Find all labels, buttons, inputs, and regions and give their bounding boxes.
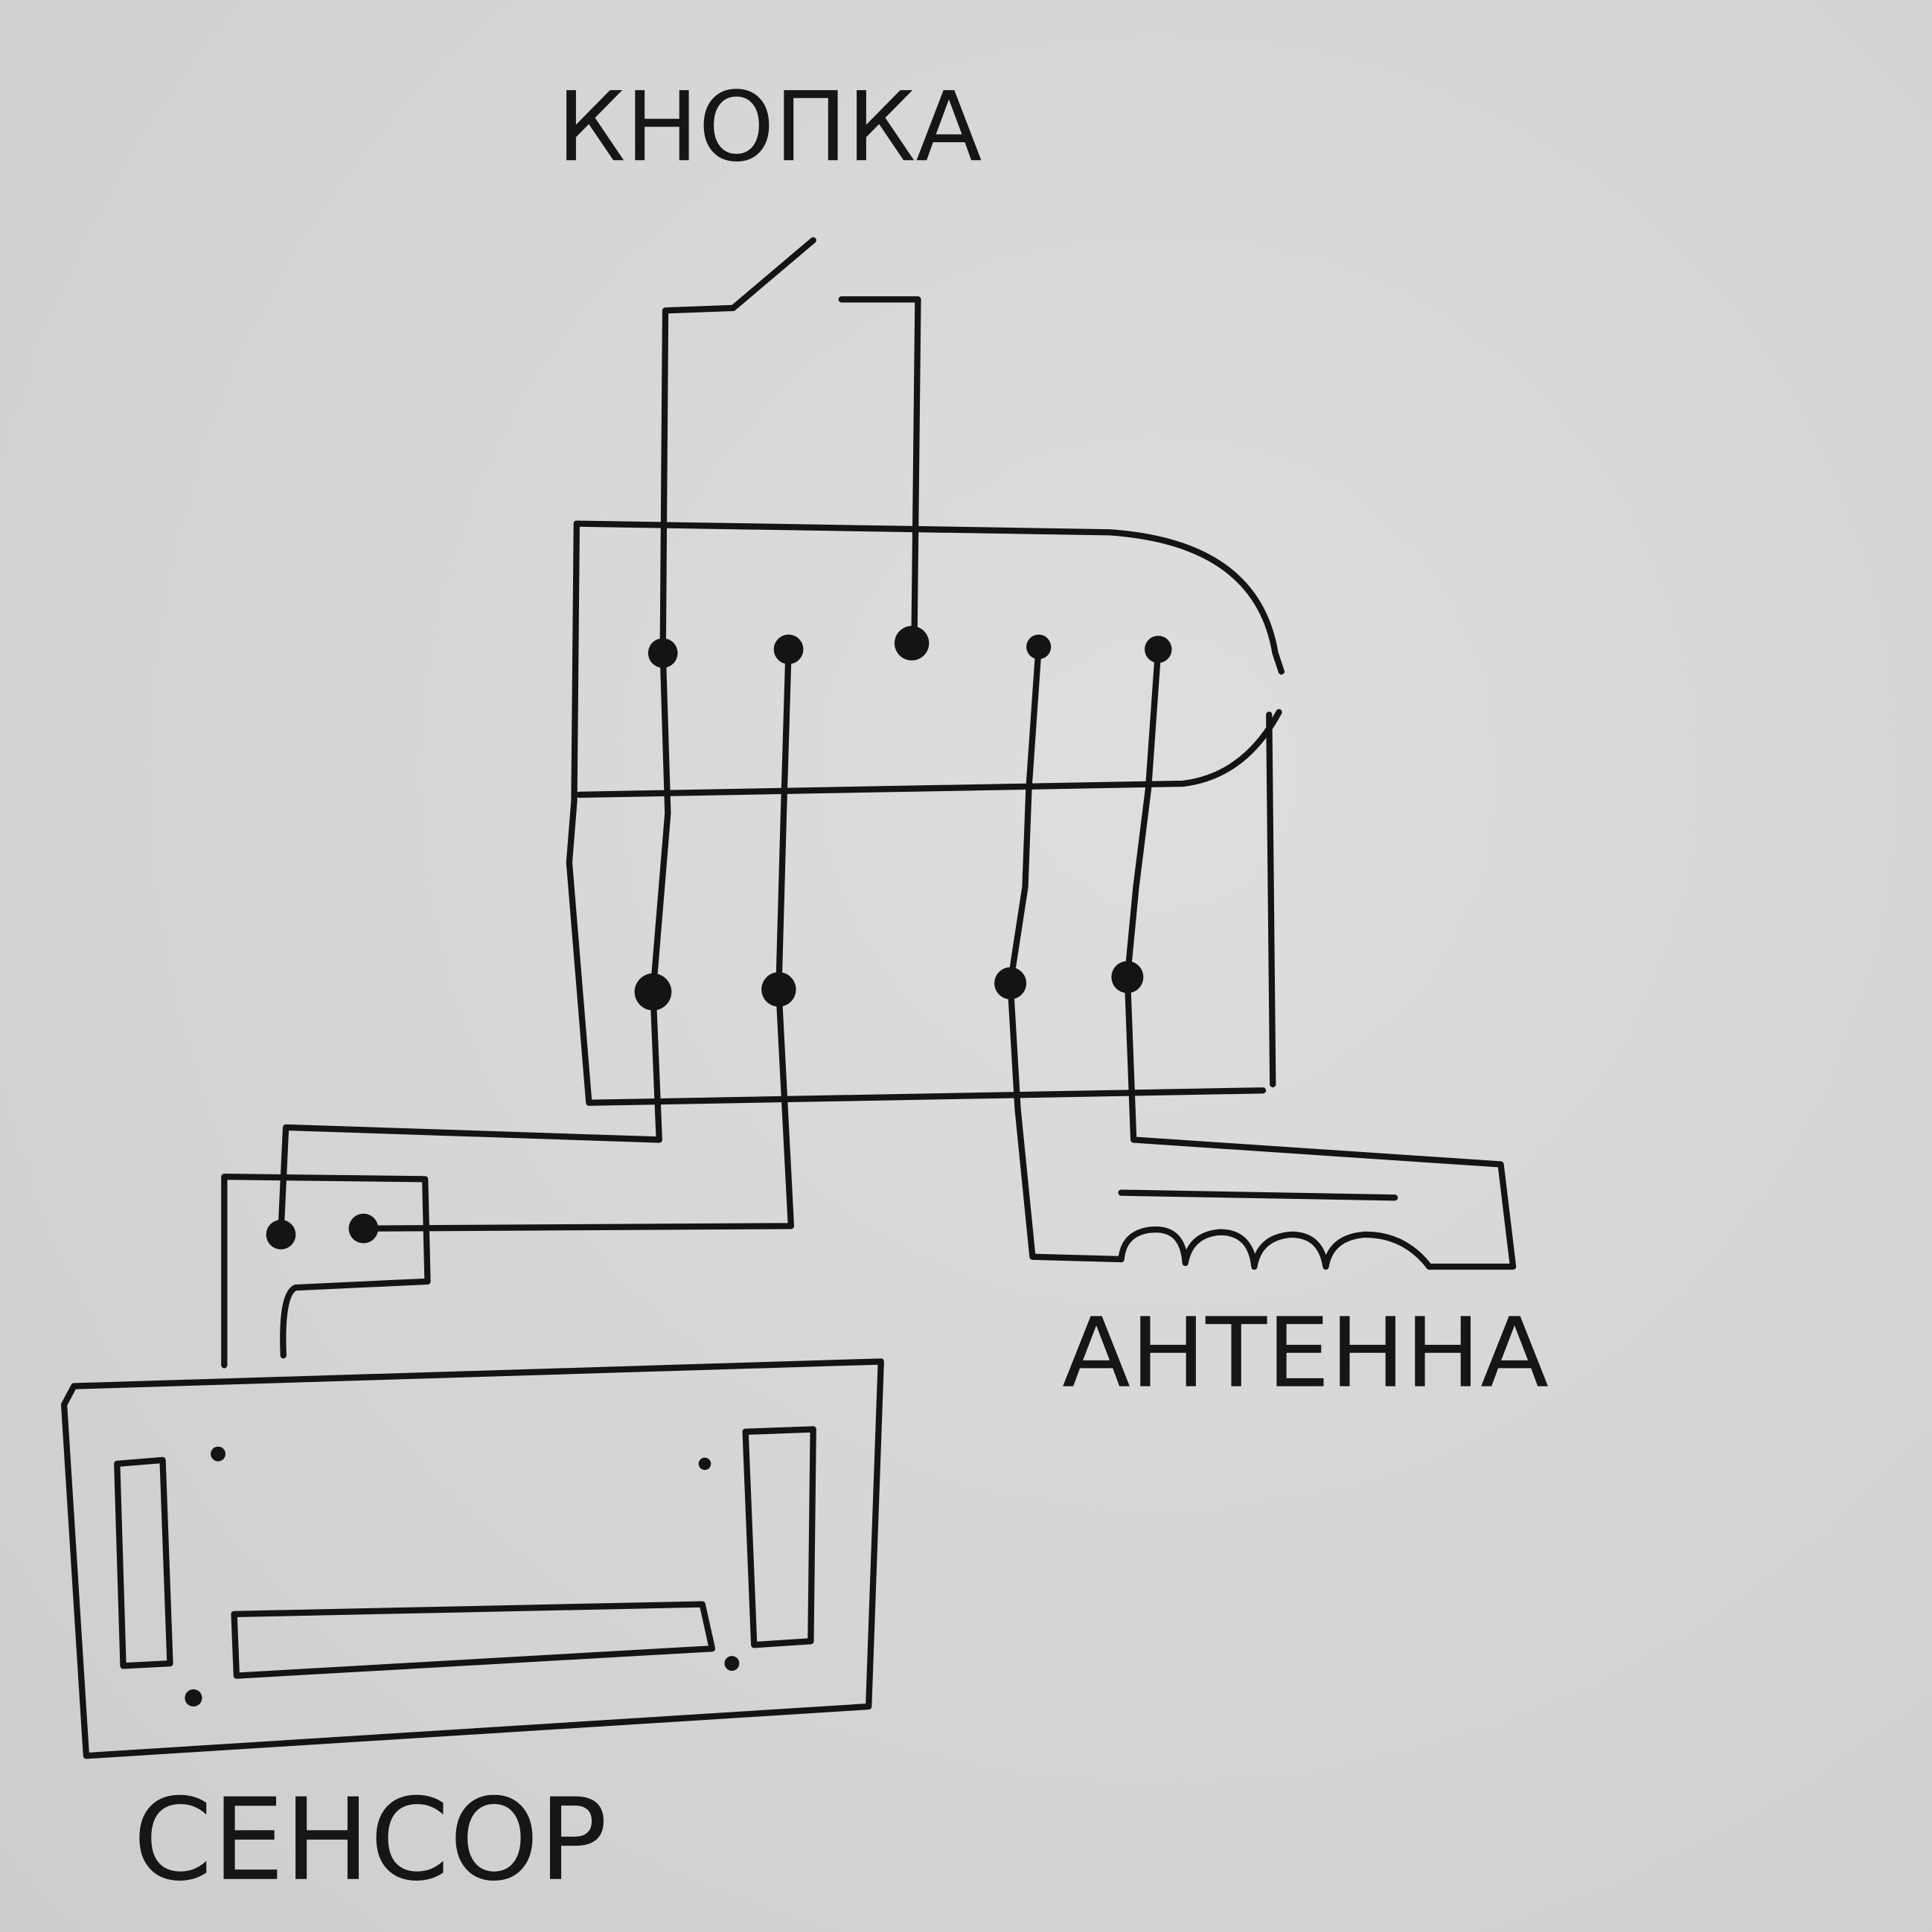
push-button-switch: [659, 237, 921, 656]
sensor-label: СЕНСОР: [133, 1774, 607, 1906]
sensor-wires: [221, 986, 795, 1369]
sensor-pin-1: [266, 1220, 296, 1250]
mount-hole: [724, 1656, 740, 1672]
sensor-pin-2: [348, 1213, 379, 1244]
sensor-board: [60, 1358, 884, 1759]
mount-hole: [211, 1446, 225, 1462]
mount-hole: [698, 1457, 711, 1471]
button-label: КНОПКА: [557, 71, 982, 183]
antenna-coil: [1007, 973, 1517, 1270]
mount-hole: [185, 1689, 202, 1707]
connector-block: [566, 520, 1285, 1106]
pin-top-3: [894, 626, 930, 661]
connector-pins: [634, 626, 1172, 1011]
antenna-label: АНТЕННА: [1062, 1298, 1549, 1410]
